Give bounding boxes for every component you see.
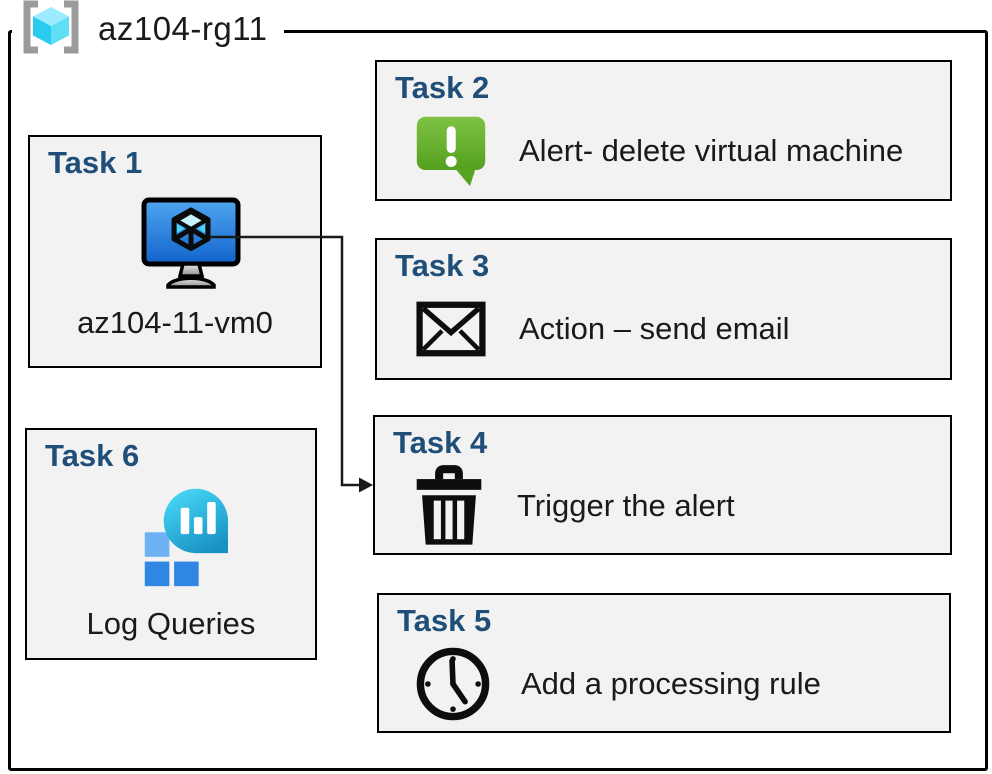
resource-group-header: az104-rg11 <box>12 0 284 59</box>
task-box-5: Task 5 Add a processing rule <box>377 593 951 733</box>
task-box-1: Task 1 az104-11-vm0 <box>28 135 322 368</box>
task2-label: Alert- delete virtual machine <box>519 133 904 168</box>
task-box-3: Task 3 Action – send email <box>375 238 952 380</box>
resource-group-icon <box>18 0 84 59</box>
task1-title: Task 1 <box>48 145 143 180</box>
task2-title: Task 2 <box>395 70 490 105</box>
log-queries-label: Log Queries <box>86 606 256 641</box>
alert-message-icon <box>407 111 495 191</box>
vm-name-label: az104-11-vm0 <box>77 305 273 340</box>
email-envelope-icon <box>407 301 495 357</box>
task4-title: Task 4 <box>393 425 488 460</box>
task5-title: Task 5 <box>397 603 492 638</box>
task-box-6: Task 6 Log Queries <box>25 428 317 660</box>
task-box-2: Task 2 Alert- delete virtual machine <box>375 60 952 201</box>
virtual-machine-icon <box>141 197 241 294</box>
task4-label: Trigger the alert <box>517 488 735 523</box>
log-queries-icon <box>137 485 232 594</box>
task3-label: Action – send email <box>519 311 790 346</box>
trash-icon <box>405 465 493 547</box>
clock-icon <box>409 644 497 724</box>
task-box-4: Task 4 Trigger the alert <box>373 415 952 555</box>
task3-title: Task 3 <box>395 248 490 283</box>
task6-title: Task 6 <box>45 438 140 473</box>
task5-label: Add a processing rule <box>521 666 821 701</box>
resource-group-name: az104-rg11 <box>98 10 268 47</box>
